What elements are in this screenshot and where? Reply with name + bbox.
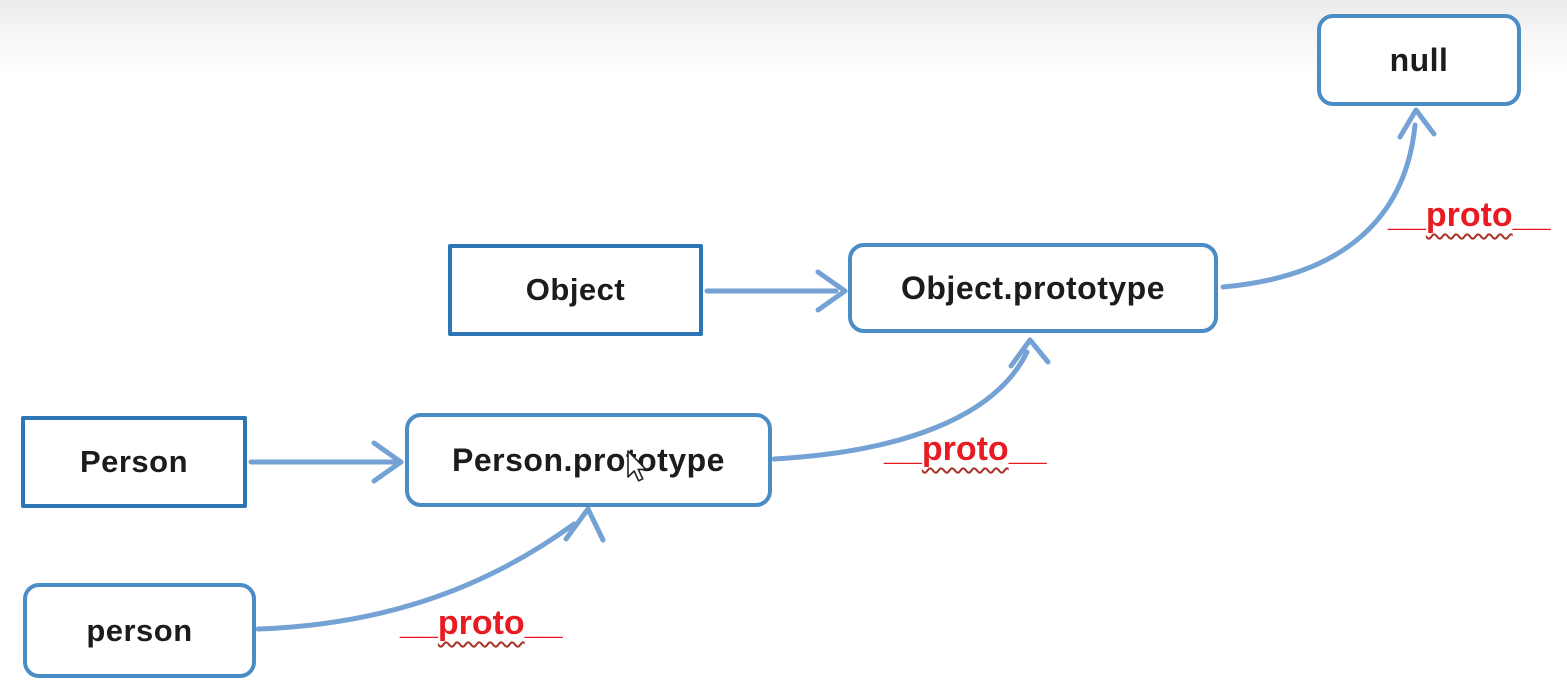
mouse-cursor-icon [627, 450, 647, 482]
node-person-instance: person [23, 583, 256, 678]
arrowhead-person-instance-to-person-prototype [563, 506, 606, 543]
proto-word: proto [921, 430, 1009, 468]
proto-label-person-prototype-to-object-prototype: __proto__ [884, 432, 1047, 466]
proto-prefix: __ [1388, 196, 1426, 234]
arrowhead-person-prototype-to-object-prototype [1008, 337, 1051, 369]
proto-suffix: __ [524, 604, 563, 642]
proto-prefix: __ [400, 604, 438, 642]
node-person-prototype-label: Person.prototype [452, 441, 725, 478]
node-object-prototype-label: Object.prototype [900, 269, 1165, 306]
proto-label-object-prototype-to-null: __proto__ [1388, 198, 1551, 232]
node-person-prototype: Person.prototype [405, 413, 772, 507]
edge-object-prototype-to-null [1220, 122, 1418, 290]
proto-prefix: __ [884, 430, 922, 468]
node-null: null [1317, 14, 1521, 106]
node-object-label: Object [525, 272, 626, 307]
proto-word: proto [437, 604, 525, 642]
proto-suffix: __ [1008, 430, 1047, 468]
node-person-instance-label: person [86, 612, 193, 648]
arrowhead-object-prototype-to-null [1397, 107, 1437, 140]
node-person-class-label: Person [79, 444, 189, 479]
node-object-prototype: Object.prototype [848, 243, 1218, 333]
proto-word: proto [1425, 196, 1513, 234]
node-object: Object [448, 244, 703, 336]
proto-suffix: __ [1512, 196, 1551, 234]
arrowhead-person-to-person-prototype [371, 440, 404, 484]
arrowhead-object-to-object-prototype [815, 269, 848, 313]
proto-label-person-to-person-prototype: __proto__ [400, 606, 563, 640]
node-person-class: Person [21, 416, 247, 508]
node-null-label: null [1389, 41, 1449, 78]
